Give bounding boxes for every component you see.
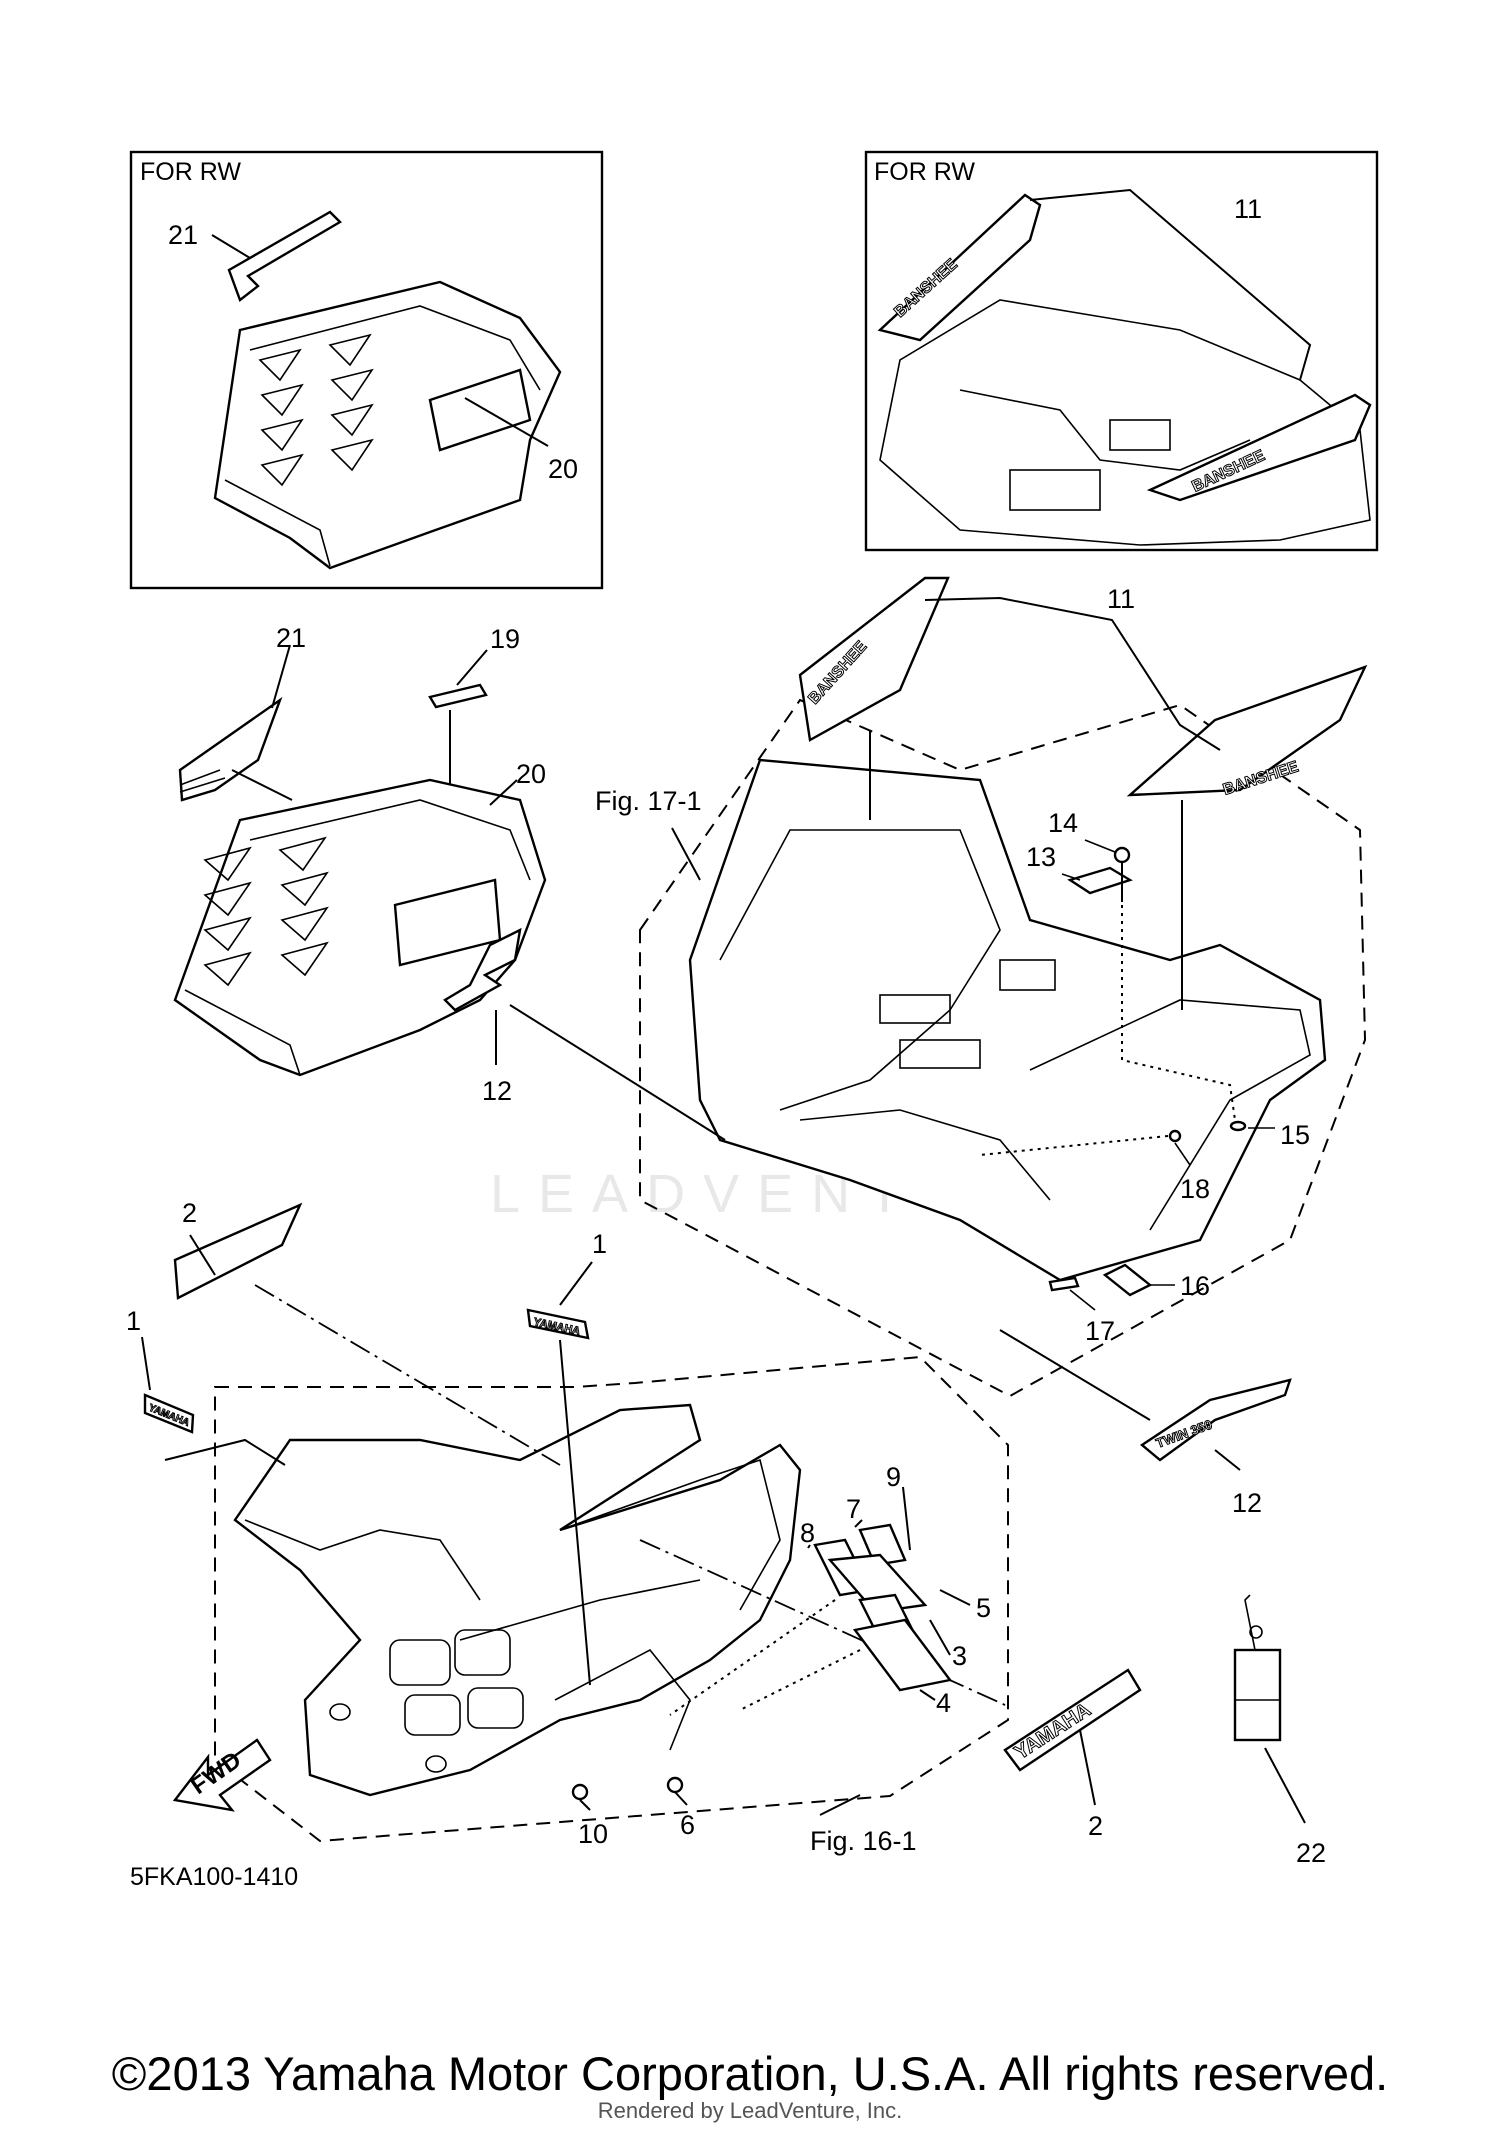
callout-6: 6 <box>680 1810 695 1840</box>
front-fender-group: Fig. 16-1 2 YAMAHA 1 YAMAHA 1 <box>126 1198 1326 1868</box>
fig-16-1-ref: Fig. 16-1 <box>810 1826 917 1856</box>
callout-14: 14 <box>1048 808 1078 838</box>
callout-10: 10 <box>578 1819 608 1849</box>
rear-flap-group: 21 19 20 12 <box>173 623 726 1141</box>
inset-box-right-title: FOR RW <box>874 158 975 186</box>
callout-18: 18 <box>1180 1174 1210 1204</box>
inset-box-right: FOR RW BANSHEE BANSHEE 11 <box>864 150 1379 552</box>
callout-12-left: 12 <box>482 1076 512 1106</box>
callout-7: 7 <box>846 1494 861 1524</box>
rendered-by-notice: Rendered by LeadVenture, Inc. <box>597 2098 903 2123</box>
diagram-code: 5FKA100-1410 <box>130 1863 298 1891</box>
callout-16: 16 <box>1180 1271 1210 1301</box>
callout-5: 5 <box>976 1593 991 1623</box>
callout-9: 9 <box>886 1462 901 1492</box>
callout-21-inset: 21 <box>168 220 198 250</box>
callout-22: 22 <box>1296 1838 1326 1868</box>
callout-20-inset: 20 <box>548 454 578 484</box>
copyright-notice: ©2013 Yamaha Motor Corporation, U.S.A. A… <box>111 2047 1389 2100</box>
callout-1-center: 1 <box>592 1229 607 1259</box>
yamaha-decal-large: YAMAHA <box>1011 1699 1095 1764</box>
callout-19: 19 <box>490 624 520 654</box>
callout-13: 13 <box>1026 842 1056 872</box>
inset-box-left-title: FOR RW <box>140 158 241 186</box>
callout-4: 4 <box>936 1688 951 1718</box>
inset-box-left: FOR RW 21 20 <box>129 150 604 590</box>
callout-3: 3 <box>952 1641 967 1671</box>
callout-8: 8 <box>800 1518 815 1548</box>
callout-20: 20 <box>516 759 546 789</box>
callout-2-bottom: 2 <box>1088 1811 1103 1841</box>
callout-12-right: 12 <box>1232 1488 1262 1518</box>
callout-2-top: 2 <box>182 1198 197 1228</box>
callout-1-left: 1 <box>126 1306 141 1336</box>
callout-11-inset: 11 <box>1234 194 1262 224</box>
callout-17: 17 <box>1085 1316 1115 1346</box>
fig-17-1-ref: Fig. 17-1 <box>595 786 702 816</box>
callout-15: 15 <box>1280 1120 1310 1150</box>
callout-11: 11 <box>1107 584 1135 614</box>
rear-fender-group: Fig. 17-1 BANSHEE BANSHEE 11 14 13 15 <box>595 576 1368 1398</box>
callout-21: 21 <box>276 623 306 653</box>
